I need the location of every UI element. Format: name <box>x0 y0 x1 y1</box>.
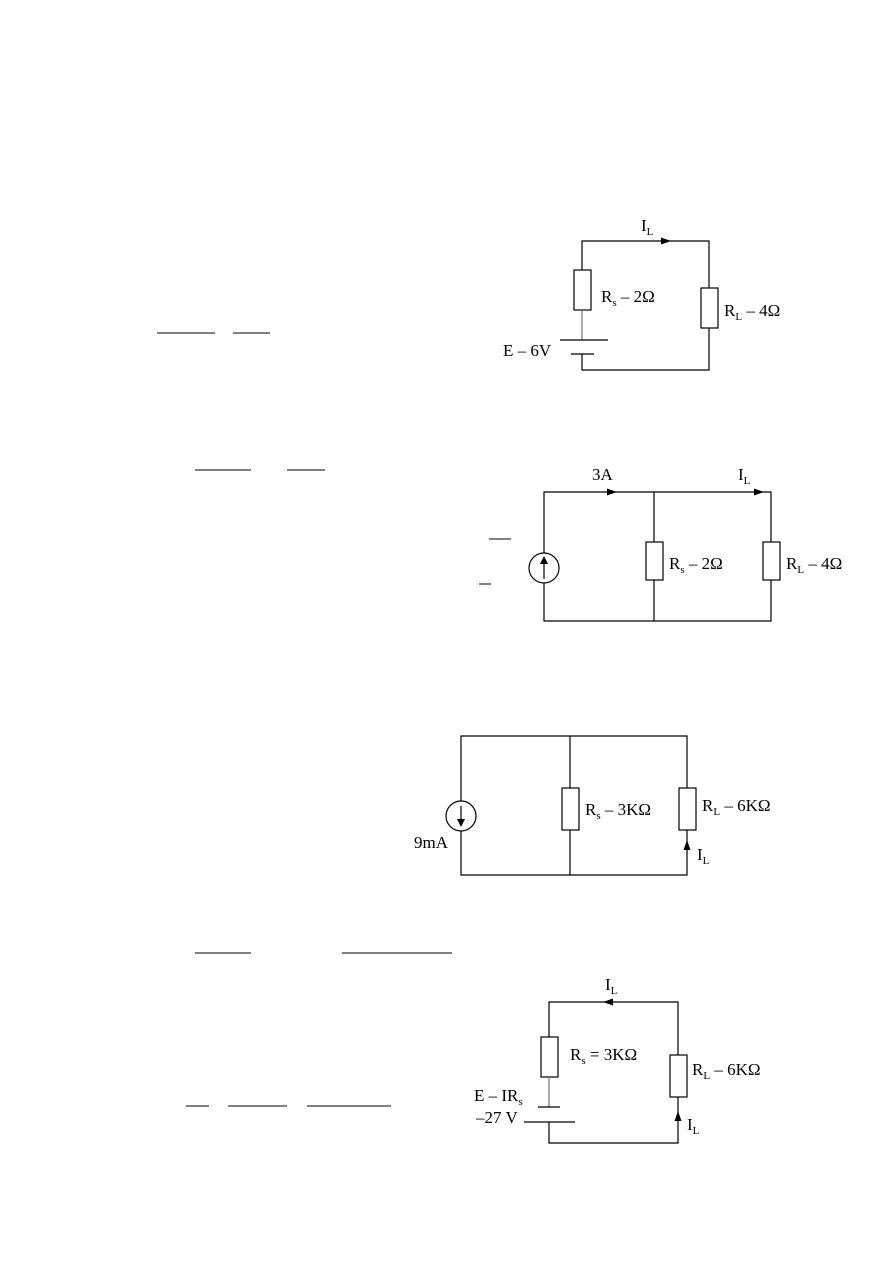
current-arrow-left-icon <box>603 998 613 1006</box>
il-right-label: IL <box>687 1115 700 1137</box>
il-top-label: IL <box>605 975 618 997</box>
source-arrow-up-icon <box>540 556 548 564</box>
rs-resistor <box>561 787 580 831</box>
current-arrow-icon <box>754 488 764 496</box>
il-label: IL <box>641 216 654 238</box>
current-arrow-icon <box>607 488 617 496</box>
circuit-2-current-source: 3A IL Rs – 2Ω RL – 4Ω <box>528 465 842 622</box>
equation-fraction-bars <box>157 332 511 1107</box>
source-label-line2: –27 V <box>475 1108 518 1127</box>
source-label-line1: E – IRs <box>474 1086 523 1108</box>
rs-label: Rs – 2Ω <box>669 554 723 576</box>
current-arrow-up-icon <box>674 1111 682 1121</box>
rs-resistor <box>540 1036 559 1078</box>
circuit-3-bottom-wire <box>460 830 688 876</box>
rs-resistor <box>573 269 592 311</box>
rl-label: RL – 6KΩ <box>702 796 771 818</box>
rs-label: Rs = 3KΩ <box>570 1045 637 1067</box>
current-arrow-icon <box>661 237 671 245</box>
source-label: E – 6V <box>503 341 552 360</box>
source-arrow-down-icon <box>457 819 465 827</box>
circuit-3-top-wire <box>460 735 688 801</box>
current-arrow-up-icon <box>683 840 691 850</box>
rl-resistor <box>762 541 781 581</box>
rl-label: RL – 4Ω <box>786 554 842 576</box>
rl-resistor <box>669 1054 688 1098</box>
source-current-label: 3A <box>592 465 614 484</box>
rl-label: RL – 6KΩ <box>692 1060 761 1082</box>
rs-label: Rs – 2Ω <box>601 287 655 309</box>
rl-resistor <box>700 287 719 329</box>
source-label: 9mA <box>414 833 449 852</box>
il-label: IL <box>697 845 710 867</box>
circuit-4-voltage-source: IL Rs = 3KΩ RL – 6KΩ IL E – IRs –27 V <box>474 975 761 1144</box>
circuit-1-voltage-source: IL Rs – 2Ω RL – 4Ω E – 6V <box>503 216 780 371</box>
il-label: IL <box>738 465 751 487</box>
circuit-3-current-source: 9mA Rs – 3KΩ RL – 6KΩ IL <box>414 735 771 876</box>
rl-resistor <box>678 787 697 831</box>
rl-label: RL – 4Ω <box>724 301 780 323</box>
rs-resistor <box>645 541 664 581</box>
rs-label: Rs – 3KΩ <box>585 800 651 822</box>
